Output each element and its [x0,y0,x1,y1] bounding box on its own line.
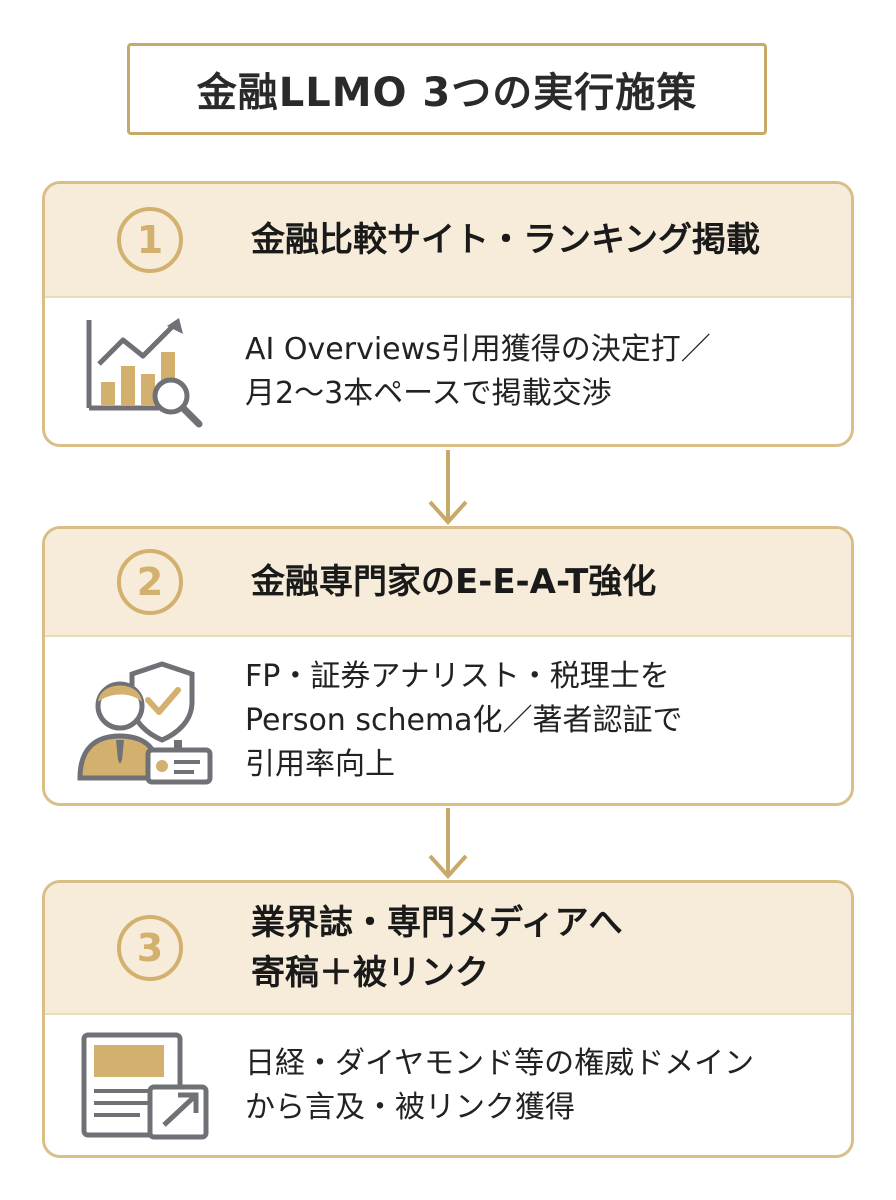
step-header-2: 2 金融専門家のE-E-A-T強化 [45,529,851,637]
step-number-badge: 2 [117,549,183,615]
expert-shield-icon [45,656,245,786]
step-heading: 金融専門家のE-E-A-T強化 [251,562,657,602]
step-description: 日経・ダイヤモンド等の権威ドメイン から言及・被リンク獲得 [245,1046,755,1125]
step-description: FP・証券アナリスト・税理士を Person schema化／著者認証で 引用率… [245,659,683,782]
step-card-2: 2 金融専門家のE-E-A-T強化 FP・証券アナリスト・税理士を Pers [42,526,854,806]
step-body-1: AI Overviews引用獲得の決定打／ 月2〜3本ペースで掲載交渉 [45,298,851,444]
step-header-1: 1 金融比較サイト・ランキング掲載 [45,184,851,298]
down-arrow-icon [428,450,468,525]
step-header-3: 3 業界誌・専門メディアへ 寄稿＋被リンク [45,883,851,1015]
step-card-3: 3 業界誌・専門メディアへ 寄稿＋被リンク 日経・ダイヤモンド等の権威ドメイン … [42,880,854,1158]
step-heading: 業界誌・専門メディアへ 寄稿＋被リンク [251,903,623,993]
step-number-badge: 3 [117,915,183,981]
step-card-1: 1 金融比較サイト・ランキング掲載 AI Overviews引用獲得の決定打／ … [42,181,854,447]
step-body-2: FP・証券アナリスト・税理士を Person schema化／著者認証で 引用率… [45,637,851,803]
step-body-3: 日経・ダイヤモンド等の権威ドメイン から言及・被リンク獲得 [45,1015,851,1155]
down-arrow-icon [428,808,468,879]
step-heading: 金融比較サイト・ランキング掲載 [251,220,760,260]
step-number-badge: 1 [117,207,183,273]
newspaper-link-icon [45,1031,245,1141]
page-title: 金融LLMO 3つの実行施策 [127,43,767,135]
chart-magnifier-icon [45,312,245,432]
step-description: AI Overviews引用獲得の決定打／ 月2〜3本ペースで掲載交渉 [245,332,711,411]
